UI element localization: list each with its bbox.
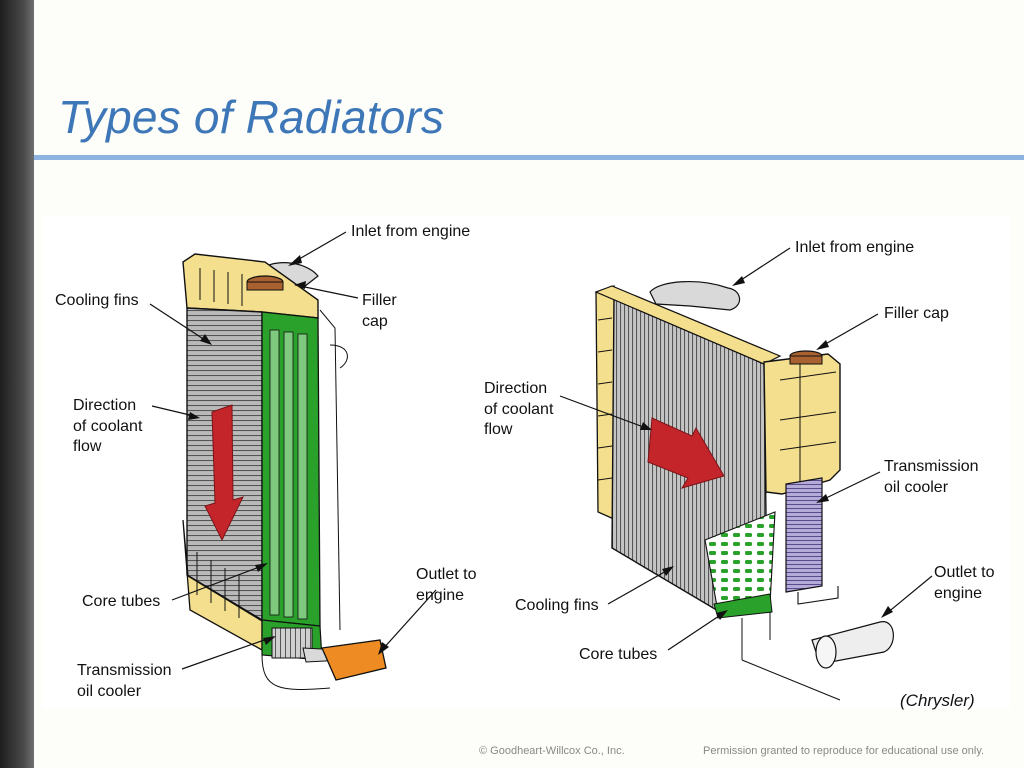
right-label-filler-cap: Filler cap	[884, 305, 949, 322]
left-outlet-hose-icon	[321, 639, 387, 681]
left-label-filler-line2: cap	[362, 313, 388, 330]
left-coolant-flow-arrow-icon	[204, 404, 244, 542]
left-label-outlet-line2: engine	[416, 587, 464, 604]
right-radiator-illustration	[594, 281, 894, 701]
left-label-transmission-line2: oil cooler	[77, 683, 142, 700]
slide-title: Types of Radiators	[58, 91, 445, 143]
right-leader-lines	[559, 247, 933, 651]
right-label-cooling-fins: Cooling fins	[515, 597, 599, 614]
right-label-direction-line3: flow	[484, 421, 513, 438]
right-coolant-flow-arrow-icon	[647, 417, 725, 489]
image-credit: (Chrysler)	[900, 691, 975, 710]
left-leader-lines	[149, 231, 437, 670]
left-label-core-tubes: Core tubes	[82, 593, 160, 610]
right-right-tank-icon	[763, 353, 841, 495]
right-label-direction-line1: Direction	[484, 380, 547, 397]
right-inlet-hose-icon	[649, 281, 741, 311]
left-label-transmission-line1: Transmission	[77, 662, 172, 679]
right-label-transmission-line1: Transmission	[884, 458, 979, 475]
left-label-direction-line2: of coolant	[73, 418, 143, 435]
left-label-inlet: Inlet from engine	[351, 223, 470, 240]
slide-sidebar-bar	[0, 0, 34, 768]
footer-copyright: © Goodheart-Willcox Co., Inc.	[479, 745, 625, 757]
right-label-inlet: Inlet from engine	[795, 239, 914, 256]
left-label-outlet-line1: Outlet to	[416, 566, 477, 583]
left-label-cooling-fins: Cooling fins	[55, 292, 139, 309]
title-underline-rule	[34, 155, 1024, 160]
left-label-direction-line3: flow	[73, 438, 102, 455]
right-label-transmission-line2: oil cooler	[884, 479, 949, 496]
footer-permission: Permission granted to reproduce for educ…	[703, 745, 985, 757]
right-label-outlet-line2: engine	[934, 585, 982, 602]
right-oil-cooler-icon	[785, 477, 823, 593]
left-label-direction-line1: Direction	[73, 397, 136, 414]
right-label-core-tubes: Core tubes	[579, 646, 657, 663]
left-label-filler-line1: Filler	[362, 292, 397, 309]
left-radiator-illustration	[182, 253, 387, 690]
right-label-direction-line2: of coolant	[484, 401, 554, 418]
right-label-outlet-line1: Outlet to	[934, 564, 995, 581]
